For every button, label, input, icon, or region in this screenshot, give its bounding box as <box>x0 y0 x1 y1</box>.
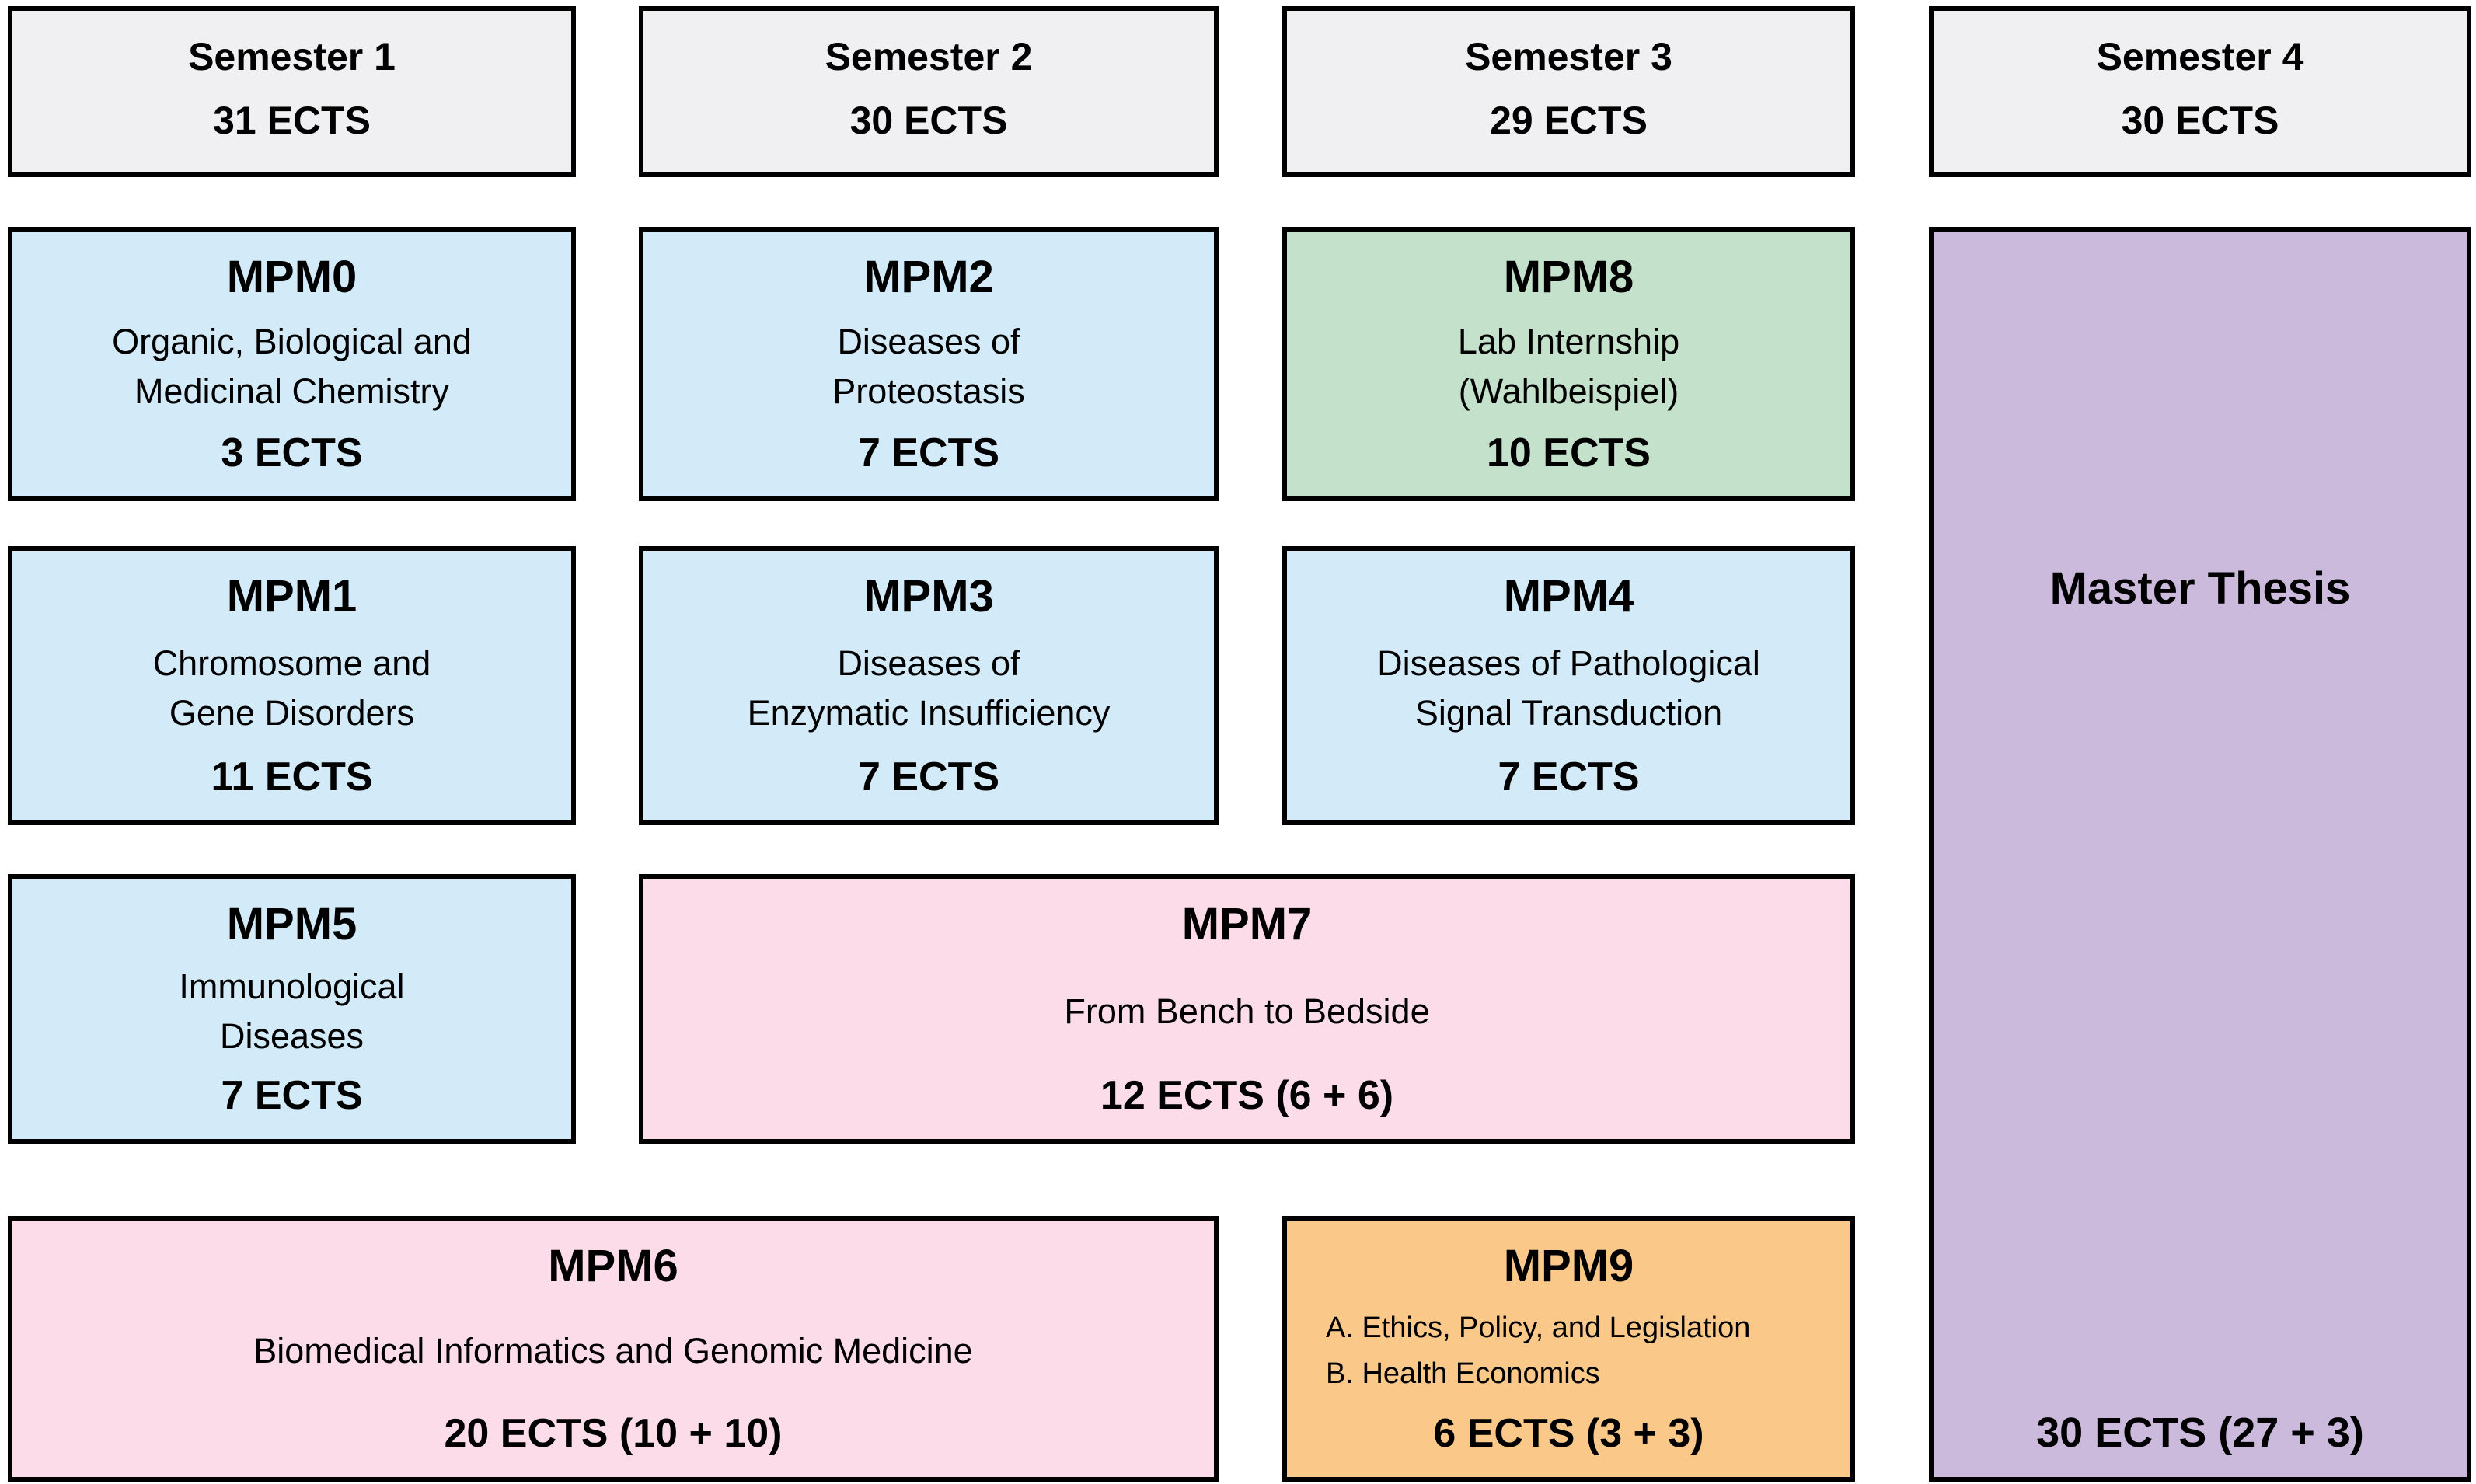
module-description-line: Diseases of Pathological <box>1377 643 1760 683</box>
master-thesis-card: Master Thesis 30 ECTS (27 + 3) <box>1929 227 2471 1482</box>
module-code: MPM4 <box>1503 571 1634 622</box>
module-description: Diseases of Pathological Signal Transduc… <box>1377 639 1760 738</box>
module-card-mpm3: MPM3 Diseases of Enzymatic Insufficiency… <box>639 546 1219 825</box>
module-ects: 7 ECTS <box>221 1073 363 1118</box>
module-description-line: Lab Internship <box>1457 321 1680 361</box>
module-card-mpm7: MPM7 From Bench to Bedside 12 ECTS (6 + … <box>639 874 1855 1144</box>
module-card-mpm2: MPM2 Diseases of Proteostasis 7 ECTS <box>639 227 1219 501</box>
module-ects: 7 ECTS <box>857 430 1000 476</box>
semester-ects: 31 ECTS <box>213 99 371 142</box>
module-description: Lab Internship (Wahlbeispiel) <box>1458 317 1679 416</box>
module-card-mpm8: MPM8 Lab Internship (Wahlbeispiel) 10 EC… <box>1282 227 1855 501</box>
module-description-line: Immunological <box>179 966 405 1006</box>
module-card-mpm5: MPM5 Immunological Diseases 7 ECTS <box>8 874 576 1144</box>
semester-label: Semester 4 <box>2096 35 2304 78</box>
module-card-mpm0: MPM0 Organic, Biological and Medicinal C… <box>8 227 576 501</box>
thesis-title: Master Thesis <box>2049 563 2351 614</box>
semester-label: Semester 3 <box>1465 35 1672 78</box>
module-description-line: Signal Transduction <box>1414 692 1723 733</box>
module-description-line: Diseases <box>219 1015 364 1056</box>
module-description: A. Ethics, Policy, and Legislation B. He… <box>1303 1305 1750 1397</box>
module-code: MPM6 <box>548 1241 678 1291</box>
semester-4-header: Semester 4 30 ECTS <box>1929 6 2471 177</box>
module-card-mpm1: MPM1 Chromosome and Gene Disorders 11 EC… <box>8 546 576 825</box>
module-description: Organic, Biological and Medicinal Chemis… <box>112 317 472 416</box>
module-code: MPM8 <box>1503 252 1634 302</box>
module-code: MPM2 <box>863 252 994 302</box>
module-description-line: B. Health Economics <box>1326 1357 1600 1391</box>
module-ects: 10 ECTS <box>1487 430 1651 476</box>
module-description-line: Diseases of <box>837 643 1020 683</box>
module-description-line: Gene Disorders <box>169 692 415 733</box>
module-ects: 12 ECTS (6 + 6) <box>1100 1072 1394 1118</box>
module-description: Chromosome and Gene Disorders <box>153 639 431 738</box>
semester-3-header: Semester 3 29 ECTS <box>1282 6 1855 177</box>
semester-ects: 30 ECTS <box>849 99 1008 142</box>
module-description-line: (Wahlbeispiel) <box>1458 371 1679 411</box>
module-code: MPM7 <box>1181 899 1313 949</box>
semester-ects: 29 ECTS <box>1490 99 1648 142</box>
module-description: From Bench to Bedside <box>1064 987 1429 1036</box>
module-code: MPM9 <box>1503 1241 1634 1291</box>
module-ects: 6 ECTS (3 + 3) <box>1433 1411 1704 1456</box>
module-description-line: A. Ethics, Policy, and Legislation <box>1326 1312 1751 1345</box>
module-card-mpm4: MPM4 Diseases of Pathological Signal Tra… <box>1282 546 1855 825</box>
semester-label: Semester 2 <box>825 35 1033 78</box>
module-description-line: Chromosome and <box>152 643 431 683</box>
module-description-line: Medicinal Chemistry <box>134 371 450 411</box>
module-code: MPM0 <box>226 252 357 302</box>
module-ects: 7 ECTS <box>857 754 1000 799</box>
semester-ects: 30 ECTS <box>2121 99 2279 142</box>
semester-1-header: Semester 1 31 ECTS <box>8 6 576 177</box>
module-description-line: Enzymatic Insufficiency <box>747 692 1111 733</box>
module-description-line: From Bench to Bedside <box>1064 991 1430 1031</box>
semester-2-header: Semester 2 30 ECTS <box>639 6 1219 177</box>
module-description: Immunological Diseases <box>179 962 404 1061</box>
module-code: MPM3 <box>863 571 994 622</box>
module-description: Diseases of Proteostasis <box>832 317 1025 416</box>
module-description-line: Proteostasis <box>832 371 1025 411</box>
module-card-mpm9: MPM9 A. Ethics, Policy, and Legislation … <box>1282 1216 1855 1482</box>
module-description-line: Diseases of <box>837 321 1020 361</box>
module-description: Biomedical Informatics and Genomic Medic… <box>253 1326 972 1376</box>
module-ects: 11 ECTS <box>211 754 373 799</box>
semester-label: Semester 1 <box>188 35 396 78</box>
module-code: MPM5 <box>226 899 357 949</box>
module-description-line: Organic, Biological and <box>112 321 472 361</box>
module-description-line: Biomedical Informatics and Genomic Medic… <box>253 1331 973 1371</box>
thesis-ects: 30 ECTS (27 + 3) <box>2036 1409 2364 1456</box>
module-description: Diseases of Enzymatic Insufficiency <box>748 639 1111 738</box>
module-ects: 20 ECTS (10 + 10) <box>444 1410 783 1456</box>
module-ects: 3 ECTS <box>221 430 363 476</box>
module-code: MPM1 <box>226 571 357 622</box>
module-ects: 7 ECTS <box>1498 754 1640 799</box>
module-card-mpm6: MPM6 Biomedical Informatics and Genomic … <box>8 1216 1219 1482</box>
